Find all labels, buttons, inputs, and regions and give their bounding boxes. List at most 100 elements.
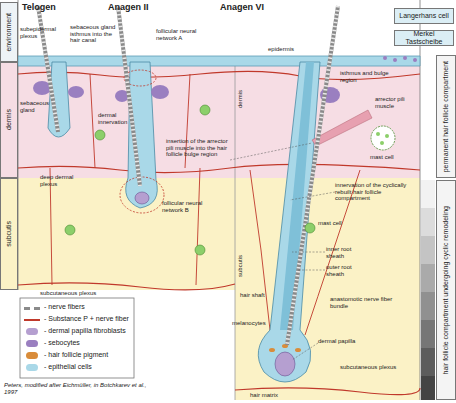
node-text: subcutis (5, 221, 13, 247)
layer-band: permanent hair follicle compartment (436, 55, 456, 178)
annotation-label: subcutis (237, 255, 244, 277)
leader-line (230, 143, 312, 160)
mast-cell (95, 130, 105, 140)
legend-text: - sebocytes (44, 339, 80, 347)
annotation-label: mast cell (370, 154, 394, 161)
annotation-label: epidermis (268, 46, 294, 53)
annotation-label: dermal innervation (98, 112, 134, 125)
legend-line-sample (24, 319, 40, 321)
legend-text: - Substance P + nerve fiber (44, 315, 129, 323)
annotation-label: insertion of the arrector pili muscle in… (166, 138, 230, 158)
sebaceous-gland (68, 86, 84, 98)
annotation-label: innervation of the cyclically rebuilt ha… (335, 182, 415, 202)
annotation-label: mast cell (318, 220, 342, 227)
hair-shaft (38, 6, 58, 132)
gradient-block (421, 348, 435, 376)
divider-line (235, 60, 236, 400)
gradient-block (421, 236, 435, 264)
annotation-label: subcutaneous plexus (340, 364, 400, 371)
gradient-block (421, 292, 435, 320)
annotation-label: isthmus and bulge region (340, 70, 400, 83)
stage-heading: Telogen (22, 3, 56, 13)
node-text: hair follicle compartment undergoing cyc… (442, 206, 450, 374)
node-text: dermis (5, 109, 13, 130)
gradient-block (421, 180, 435, 208)
legend-text: - epithelial cells (44, 363, 92, 371)
annotation-label: melanocytes (232, 320, 266, 327)
node-text: permanent hair follicle compartment (442, 61, 450, 172)
nerve-plexus (18, 283, 235, 290)
gradient-block (421, 320, 435, 348)
legend-swatch (26, 340, 38, 347)
merkel-cell (403, 56, 407, 60)
hair-shaft (38, 6, 58, 132)
neural-network (120, 177, 164, 213)
legend-swatch (26, 328, 38, 335)
epidermis-layer (18, 56, 420, 66)
gradient-block (421, 208, 435, 236)
merkel-cell (383, 56, 387, 60)
mast-cell (305, 223, 315, 233)
legend-text: - hair follicle pigment (44, 351, 108, 359)
hair-shaft (118, 6, 140, 186)
mast-cell (371, 126, 395, 150)
legend-swatch (26, 352, 38, 359)
gradient-block (421, 264, 435, 292)
layer-band: environment (0, 2, 18, 62)
node-text: Merkel Tastscheibe (395, 30, 453, 45)
leader-line (292, 252, 325, 253)
annotation-label: anastomotic nerve fiber bundle (330, 296, 400, 309)
dermis-area (18, 62, 420, 178)
legend-frame (20, 298, 134, 378)
mast-cell-granule (376, 132, 380, 136)
legend-text: - dermal papilla fibroblasts (44, 327, 126, 335)
legend-text: - nerve fibers (44, 303, 85, 311)
annotation-label: dermis (237, 90, 244, 108)
annotation-label: subepidermal plexus (20, 26, 52, 39)
stage-heading: Anagen II (108, 3, 149, 13)
mast-cell (195, 245, 205, 255)
annotation-label: outer root sheath (326, 264, 370, 277)
layer-band: Langerhans cell (394, 8, 454, 24)
melanocyte (295, 348, 301, 352)
layer-band: Merkel Tastscheibe (394, 30, 454, 46)
node-text: environment (5, 13, 13, 52)
leader-line (292, 343, 318, 360)
legend-line-sample (24, 307, 40, 310)
leader-line (298, 270, 325, 271)
mast-cell-granule (385, 134, 389, 138)
annotation-label: Peters, modified after Eichmüller, in Bo… (4, 382, 154, 395)
annotation-label: subcutaneous plexus (40, 290, 96, 297)
sebaceous-gland (151, 85, 169, 99)
node-text: Langerhans cell (399, 12, 448, 20)
annotation-label: follicular neural network A (156, 28, 198, 41)
layer-band: dermis (0, 62, 18, 178)
annotation-label: hair matrix (250, 392, 278, 399)
legend-swatch (26, 364, 38, 371)
hair-shaft (287, 6, 338, 345)
gradient-block (421, 376, 435, 400)
annotation-label: dermal papilla (318, 338, 355, 345)
dermal-papilla (275, 352, 295, 376)
annotation-label: arrector pili muscle (375, 96, 419, 109)
annotation-label: follicular neural network B (162, 200, 206, 213)
annotation-label: inner root sheath (326, 246, 370, 259)
melanocyte (269, 348, 275, 352)
layer-band: hair follicle compartment undergoing cyc… (436, 180, 456, 400)
hair-shaft (287, 6, 338, 345)
hair-shaft (118, 6, 140, 186)
layer-band: subcutis (0, 178, 18, 290)
stage-heading: Anagen VI (220, 3, 264, 13)
leader-line (290, 192, 335, 200)
merkel-cell (413, 58, 417, 62)
mast-cell-granule (380, 141, 384, 145)
anagen-follicle (126, 62, 158, 208)
mast-cell (65, 225, 75, 235)
dermal-papilla (135, 192, 149, 204)
annotation-label: sebaceous gland isthmus into the hair ca… (70, 24, 122, 44)
annotation-label: sebaceous gland (20, 100, 50, 113)
mast-cell (200, 105, 210, 115)
merkel-cell (393, 58, 397, 62)
environment-area (18, 0, 420, 60)
